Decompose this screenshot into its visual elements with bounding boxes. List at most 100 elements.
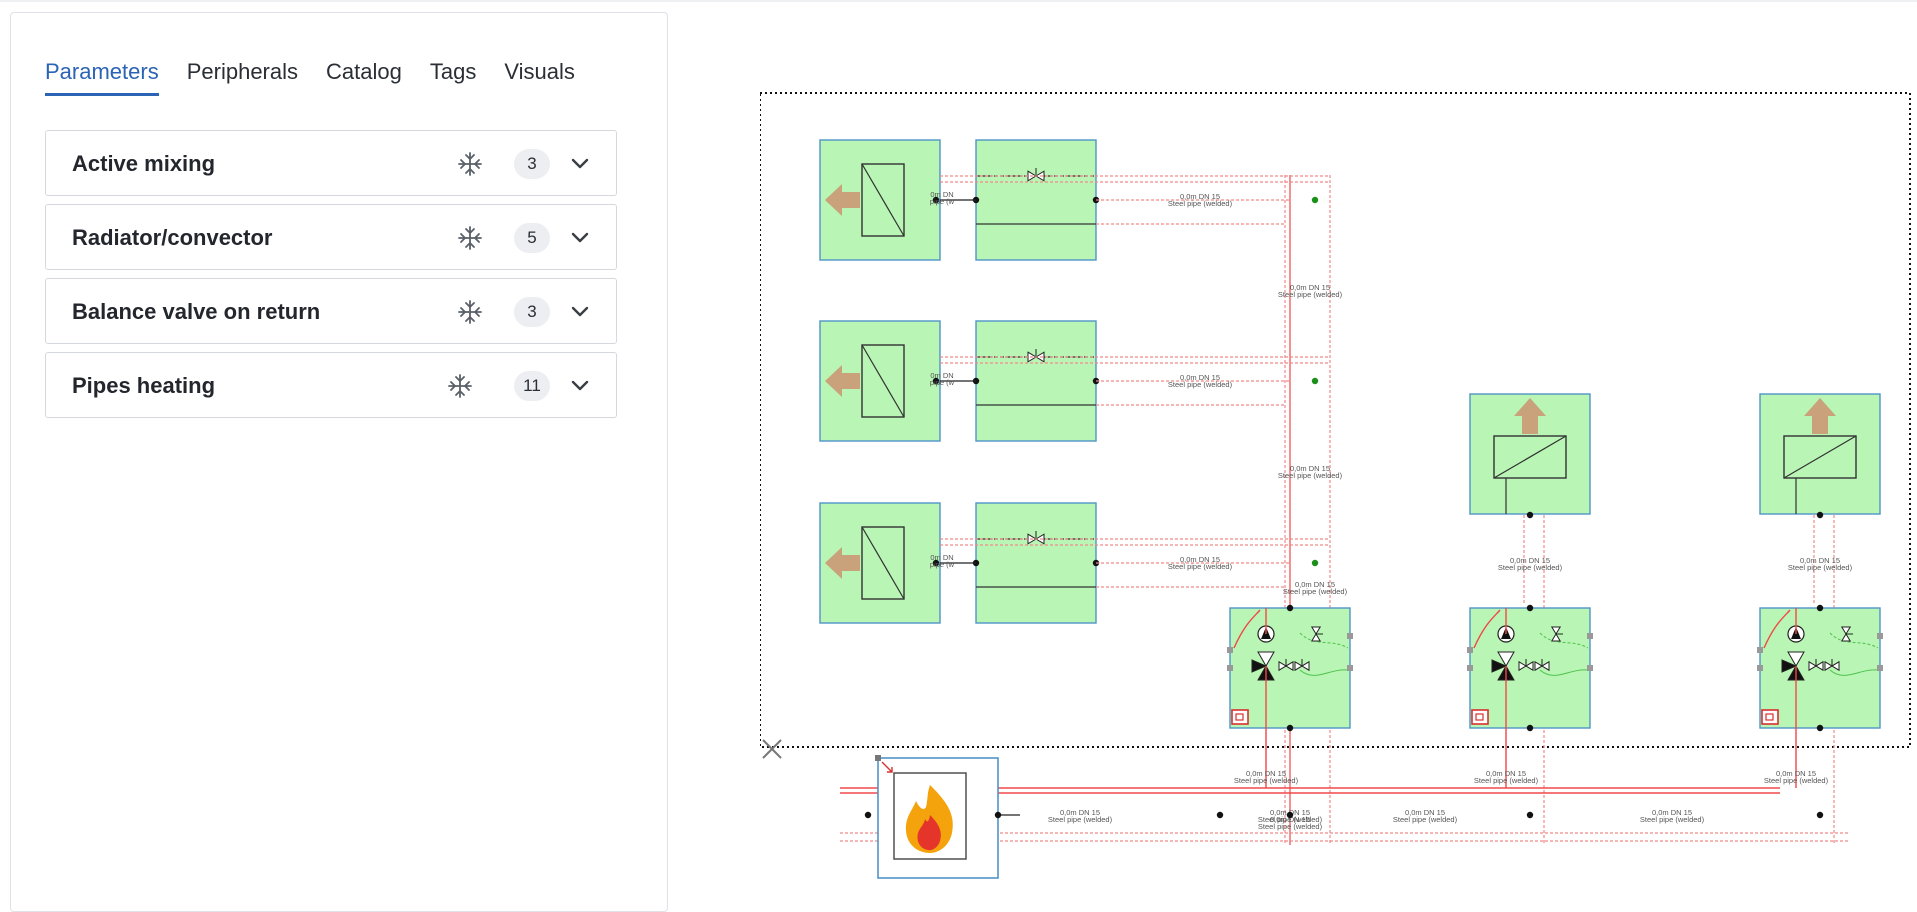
group-title: Balance valve on return — [72, 299, 321, 324]
pipe-material-label: pipe (w — [930, 560, 955, 569]
connection-node — [994, 811, 1002, 819]
pipe-material-label: Steel pipe (welded) — [1258, 822, 1323, 831]
pipe-length-label: 0,0m DN 15 — [1405, 808, 1445, 817]
valve-icon — [1550, 626, 1563, 642]
arrow-icon — [1514, 398, 1546, 434]
pipe-length-label: 0,0m DN 15 — [1290, 283, 1330, 292]
connector-port — [1757, 647, 1763, 653]
radiator-symbol — [861, 163, 905, 237]
snowflake-icon[interactable] — [456, 298, 484, 326]
pipe-length-label: 0,0m DN 15 — [1060, 808, 1100, 817]
connection-node — [1286, 724, 1294, 732]
snowflake-icon[interactable] — [456, 224, 484, 252]
close-icon[interactable] — [762, 739, 782, 759]
connector-port — [1347, 633, 1353, 639]
pipe-material-label: Steel pipe (welded) — [1474, 776, 1539, 785]
selection-frame — [760, 92, 1911, 748]
group-active-mixing[interactable]: Active mixing 3 — [45, 130, 617, 196]
valve-icon — [1491, 659, 1508, 673]
valve-icon — [1808, 659, 1824, 672]
chevron-down-icon[interactable] — [570, 375, 590, 395]
return-branch — [1829, 669, 1879, 676]
pipe-material-label: pipe (w — [930, 197, 955, 206]
connector-port — [1587, 633, 1593, 639]
warning-icon — [1231, 709, 1249, 725]
balance-valve-2[interactable] — [975, 320, 1097, 442]
connection-node — [1526, 604, 1534, 612]
radiator-symbol — [1783, 435, 1857, 479]
pipe-material-label: Steel pipe (welded) — [1764, 776, 1829, 785]
group-count-badge: 5 — [514, 223, 550, 253]
radiator-symbol — [861, 344, 905, 418]
chevron-down-icon[interactable] — [570, 227, 590, 247]
group-balance-valve-on-return[interactable]: Balance valve on return 3 — [45, 278, 617, 344]
pipe-material-label: Steel pipe (welded) — [1278, 471, 1343, 480]
valve-icon — [1251, 659, 1268, 673]
pipe-length-label: 0m DN — [930, 190, 953, 199]
arrow-icon — [825, 184, 860, 216]
group-title: Active mixing — [72, 151, 216, 176]
pipe-material-label: Steel pipe (welded) — [1258, 815, 1323, 824]
connector-port — [1587, 665, 1593, 671]
snowflake-icon[interactable] — [446, 372, 474, 400]
tab-tags[interactable]: Tags — [429, 59, 477, 84]
radiator-symbol — [861, 526, 905, 600]
pipe-length-label: 0,0m DN 15 — [1290, 464, 1330, 473]
connection-node — [1816, 724, 1824, 732]
supply-branch — [1473, 609, 1501, 649]
connector-port — [1467, 647, 1473, 653]
radiator-symbol-diagonal — [1493, 435, 1567, 479]
pipe-length-label: 0,0m DN 15 — [1180, 555, 1220, 564]
resize-handle[interactable] — [875, 755, 881, 761]
tab-peripherals[interactable]: Peripherals — [186, 59, 298, 84]
connection-node — [864, 811, 872, 819]
radiator-symbol — [1493, 435, 1567, 479]
connector-port — [1877, 665, 1883, 671]
valve-icon — [1497, 651, 1515, 668]
chevron-down-icon[interactable] — [570, 153, 590, 173]
balance-valve-1[interactable] — [975, 139, 1097, 261]
return-branch — [1539, 632, 1589, 649]
radiator-symbol-diagonal — [861, 344, 905, 418]
pipe-material-label: Steel pipe (welded) — [1393, 815, 1458, 824]
connection-node — [1526, 811, 1534, 819]
group-pipes-heating[interactable]: Pipes heating 11 — [45, 352, 617, 418]
pipe-material-label: Steel pipe (welded) — [1788, 563, 1853, 572]
pipe-material-label: Steel pipe (welded) — [1048, 815, 1113, 824]
pipe-length-label: 0,0m DN 15 — [1652, 808, 1692, 817]
pipe-length-label: 0,0m DN 15 — [1510, 556, 1550, 565]
pipe-material-label: Steel pipe (welded) — [1283, 587, 1348, 596]
group-title: Radiator/convector — [72, 225, 273, 250]
pipe-material-label: Steel pipe (welded) — [1640, 815, 1705, 824]
supply-branch — [1763, 609, 1791, 649]
pipe-length-label: 0m DN — [930, 553, 953, 562]
supply-branch — [1233, 609, 1261, 649]
return-branch — [1299, 632, 1349, 649]
warning-icon — [1471, 709, 1489, 725]
tab-catalog[interactable]: Catalog — [326, 59, 402, 84]
valve-icon — [1257, 651, 1275, 668]
warning-icon-inner — [1235, 713, 1244, 721]
snowflake-icon[interactable] — [456, 150, 484, 178]
tab-parameters[interactable]: Parameters — [45, 59, 159, 96]
connector-port — [1467, 665, 1473, 671]
return-branch — [1299, 669, 1349, 676]
close-stroke — [762, 739, 782, 759]
arrow-icon — [825, 365, 860, 397]
pipe-length-label: 0,0m DN 15 — [1270, 815, 1310, 824]
connection-node — [1216, 811, 1224, 819]
valve-icon — [1787, 651, 1805, 668]
tab-bar: Parameters Peripherals Catalog Tags Visuals — [45, 59, 603, 109]
chevron-down-icon[interactable] — [570, 301, 590, 321]
valve-icon — [1824, 659, 1840, 672]
connection-node — [1816, 511, 1824, 519]
tab-visuals[interactable]: Visuals — [504, 59, 575, 84]
connection-node — [1286, 811, 1294, 819]
group-count-badge: 3 — [514, 149, 550, 179]
balance-valve-3[interactable] — [975, 502, 1097, 624]
group-radiator-convector[interactable]: Radiator/convector 5 — [45, 204, 617, 270]
connection-node — [1526, 511, 1534, 519]
